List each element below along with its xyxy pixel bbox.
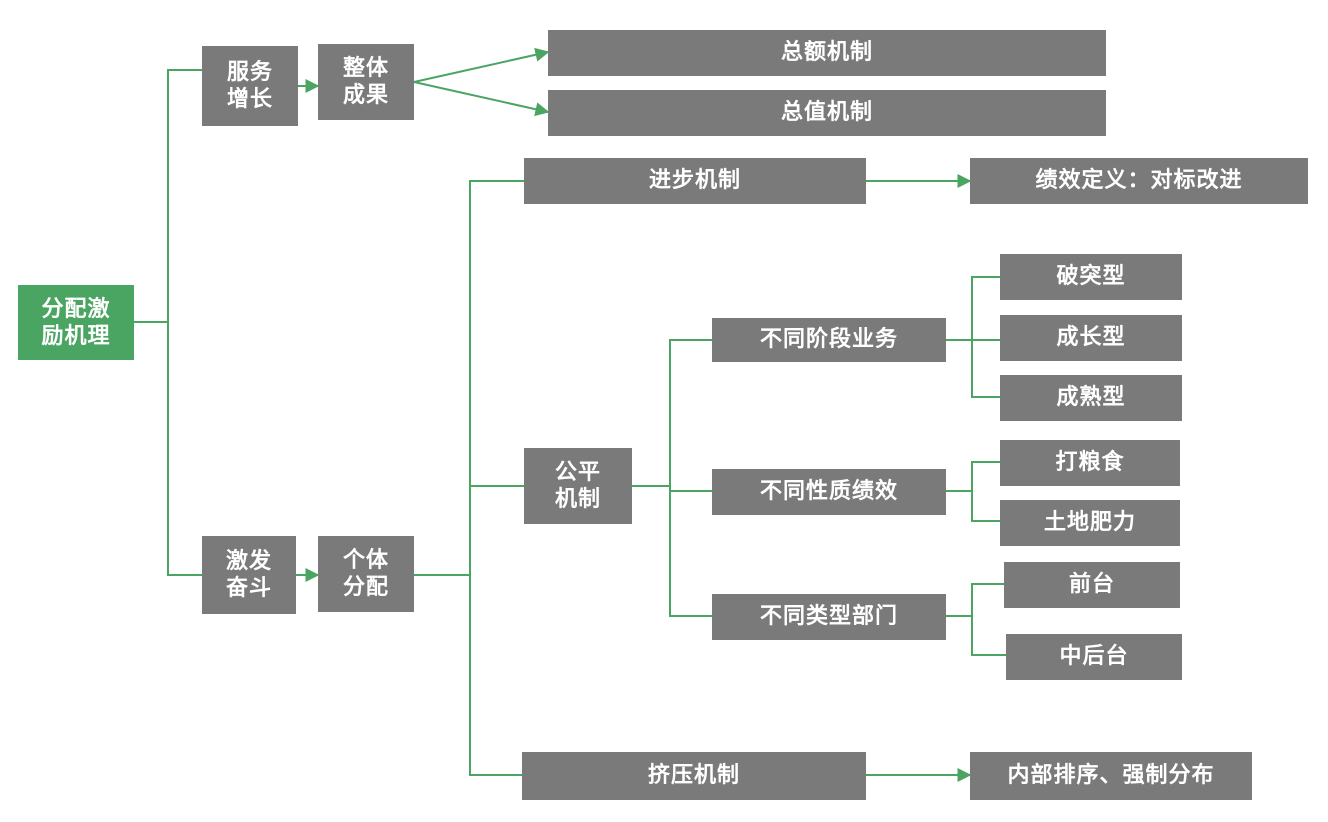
department-child-back: 中后台 <box>1006 634 1182 680</box>
stage-children-line <box>946 276 1000 398</box>
root-line-2: 励机理 <box>41 323 111 349</box>
service-growth-line-1: 服务 <box>226 60 273 85</box>
service-growth-line-2: 增长 <box>226 87 273 112</box>
nature-child-food: 打粮食 <box>1000 440 1180 486</box>
motivate-struggle-line-2: 奋斗 <box>225 576 272 601</box>
department-children-line <box>946 583 1006 656</box>
root-node: 分配激 励机理 <box>18 285 134 360</box>
nature-children-line <box>946 461 1000 522</box>
nature-child-soil: 土地肥力 <box>1000 500 1180 546</box>
root-line-1: 分配激 <box>41 296 111 322</box>
motivate-struggle-line-1: 激发 <box>225 549 272 574</box>
overall-to-total-value-arrow <box>413 81 550 117</box>
total-value-node: 总值机制 <box>548 90 1106 136</box>
ranking-node: 内部排序、强制分布 <box>970 752 1252 800</box>
overall-result-line-1: 整体 <box>342 56 389 81</box>
root-branch-line <box>134 69 202 576</box>
individual-distribution-line-1: 个体 <box>342 548 389 573</box>
overall-result-line-2: 成果 <box>342 83 389 108</box>
fairness-branch-line <box>632 339 712 617</box>
individual-distribution-line-2: 分配 <box>342 575 389 600</box>
fairness-mechanism-node: 公平 机制 <box>524 448 632 524</box>
individual-distribution-node: 个体 分配 <box>318 536 414 612</box>
progress-mechanism-node: 进步机制 <box>524 158 866 204</box>
service-growth-node: 服务 增长 <box>202 46 298 126</box>
individual-branch-line <box>414 180 524 776</box>
stage-child-breakthrough: 破突型 <box>1000 254 1182 300</box>
total-amount-node: 总额机制 <box>548 30 1106 76</box>
stage-child-mature: 成熟型 <box>1000 375 1182 421</box>
fairness-mechanism-line-2: 机制 <box>554 487 601 512</box>
stage-child-growth: 成长型 <box>1000 315 1182 361</box>
stage-business-node: 不同阶段业务 <box>712 318 946 362</box>
squeeze-mechanism-node: 挤压机制 <box>522 752 866 800</box>
nature-performance-node: 不同性质绩效 <box>712 469 946 515</box>
fairness-mechanism-line-1: 公平 <box>554 460 601 485</box>
overall-to-total-amount-arrow <box>413 47 550 83</box>
motivate-struggle-node: 激发 奋斗 <box>202 536 296 614</box>
performance-definition-node: 绩效定义：对标改进 <box>970 158 1308 204</box>
overall-result-node: 整体 成果 <box>318 44 414 120</box>
department-child-front: 前台 <box>1004 562 1180 608</box>
department-type-node: 不同类型部门 <box>712 594 946 640</box>
